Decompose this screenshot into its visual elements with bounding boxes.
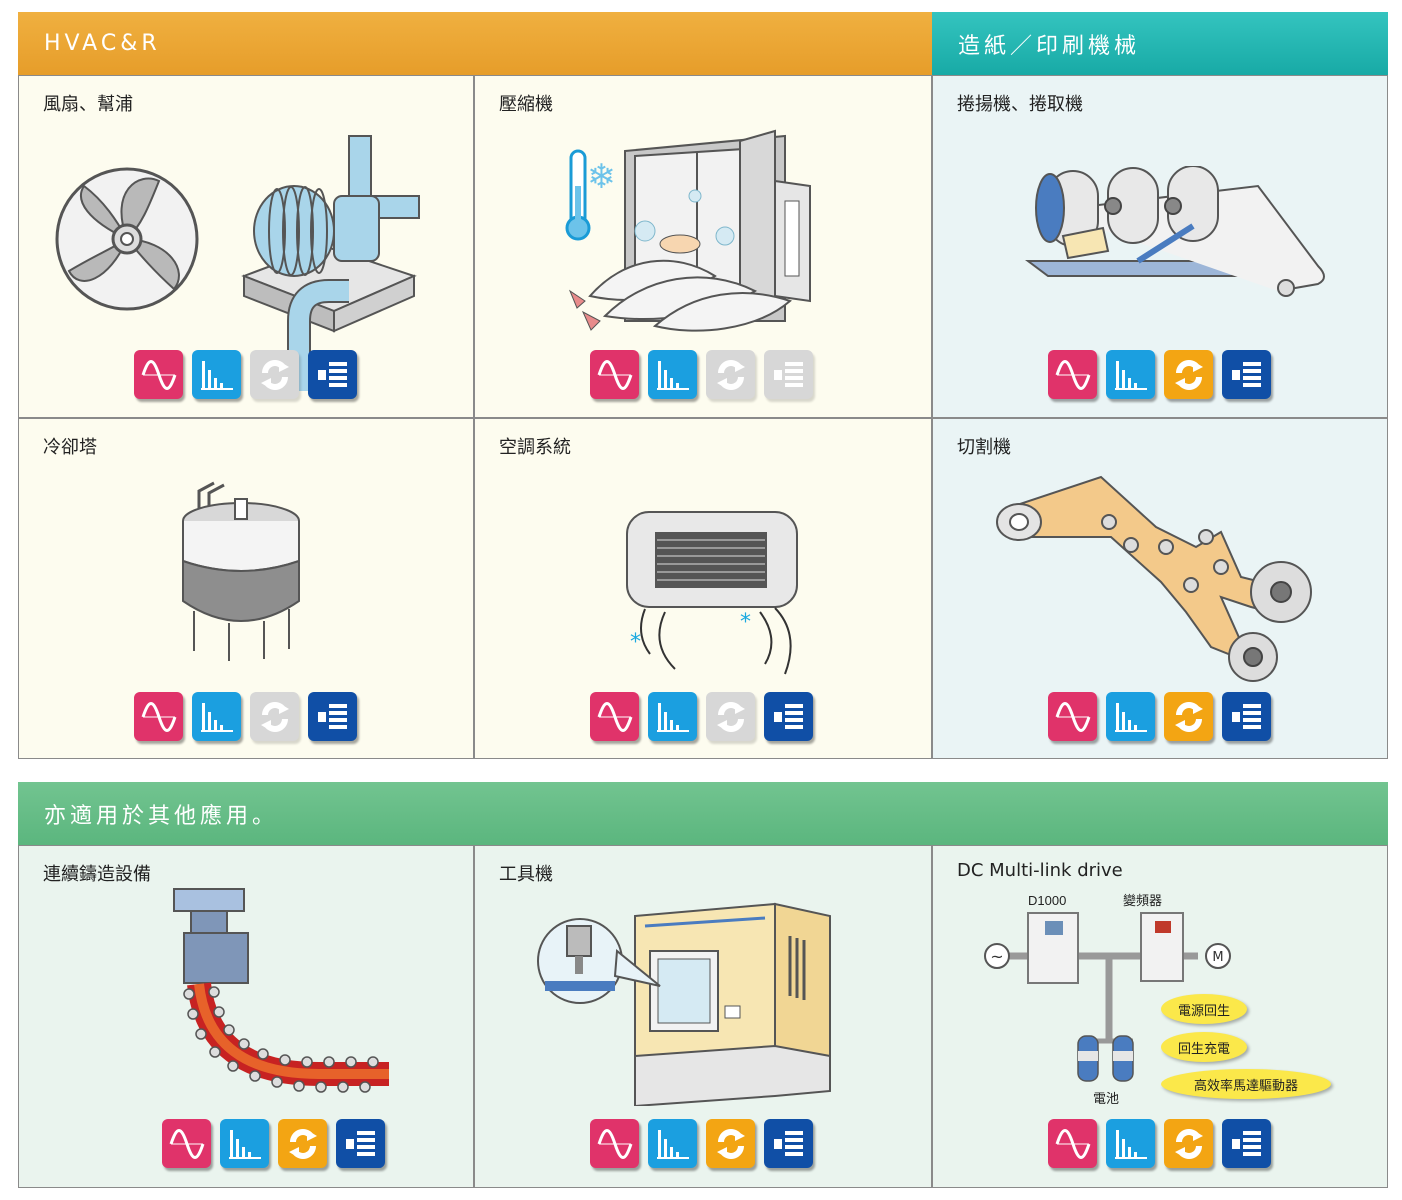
network-list-icon bbox=[1222, 692, 1271, 741]
air-conditioner-illustration: * * bbox=[626, 511, 798, 675]
power-regeneration-badge: 電源回生 bbox=[1161, 994, 1247, 1024]
sine-wave-icon bbox=[134, 350, 183, 399]
cell-title: 工具機 bbox=[499, 864, 553, 885]
application-cell-air-conditioning: 空調系統 * * bbox=[474, 418, 932, 759]
sine-wave-icon bbox=[162, 1119, 211, 1168]
section-header-paper-printing: 造紙／印刷機械 bbox=[932, 12, 1388, 75]
section-title: HVAC&R bbox=[44, 31, 161, 56]
harmonic-bar-icon bbox=[1106, 1119, 1155, 1168]
network-list-icon bbox=[336, 1119, 385, 1168]
section-title: 亦適用於其他應用。 bbox=[44, 803, 279, 829]
cell-title: 冷卻塔 bbox=[43, 437, 97, 458]
regeneration-cycle-icon bbox=[250, 350, 299, 399]
svg-text:*: * bbox=[630, 630, 641, 655]
svg-text:*: * bbox=[740, 610, 751, 635]
compressor-illustration: ❄ bbox=[565, 129, 811, 332]
application-cell-continuous-casting: 連續鑄造設備 bbox=[18, 845, 474, 1188]
cutter-illustration bbox=[996, 475, 1312, 682]
regenerative-charging-badge: 回生充電 bbox=[1161, 1032, 1247, 1062]
regeneration-cycle-icon bbox=[706, 1119, 755, 1168]
harmonic-bar-icon bbox=[192, 350, 241, 399]
harmonic-bar-icon bbox=[1106, 350, 1155, 399]
battery-label: 電池 bbox=[1093, 1091, 1119, 1106]
sine-wave-icon bbox=[590, 350, 639, 399]
sine-wave-icon bbox=[1048, 692, 1097, 741]
feature-icon-row bbox=[134, 350, 357, 399]
regeneration-cycle-icon bbox=[250, 692, 299, 741]
d1000-label: D1000 bbox=[1028, 893, 1066, 908]
feature-icon-row bbox=[162, 1119, 385, 1168]
winder-illustration bbox=[1025, 166, 1325, 297]
section-header-other-applications: 亦適用於其他應用。 bbox=[18, 782, 1388, 845]
high-efficiency-motor-drive-badge: 高效率馬達驅動器 bbox=[1161, 1069, 1331, 1099]
cell-title: 切割機 bbox=[957, 437, 1011, 458]
sine-wave-icon bbox=[1048, 1119, 1097, 1168]
application-cell-compressor: 壓縮機 ❄ bbox=[474, 75, 932, 418]
cell-title: 壓縮機 bbox=[499, 94, 553, 115]
section-header-hvac: HVAC&R bbox=[18, 12, 932, 75]
application-cell-winder: 捲揚機、捲取機 bbox=[932, 75, 1388, 418]
harmonic-bar-icon bbox=[648, 350, 697, 399]
cell-title: 連續鑄造設備 bbox=[43, 864, 151, 885]
network-list-icon bbox=[764, 350, 813, 399]
feature-icon-row bbox=[1048, 692, 1271, 741]
application-cell-dc-multilink: DC Multi-link drive D1000 變頻器 ~ M 電池 電源回… bbox=[932, 845, 1388, 1188]
regeneration-cycle-icon bbox=[1164, 692, 1213, 741]
application-cell-cutter: 切割機 bbox=[932, 418, 1388, 759]
application-cell-fan-pump: 風扇、幫浦 bbox=[18, 75, 474, 418]
network-list-icon bbox=[308, 692, 357, 741]
harmonic-bar-icon bbox=[192, 692, 241, 741]
regeneration-cycle-icon bbox=[706, 350, 755, 399]
network-list-icon bbox=[308, 350, 357, 399]
cell-title: DC Multi-link drive bbox=[957, 860, 1123, 881]
sine-wave-icon bbox=[134, 692, 183, 741]
harmonic-bar-icon bbox=[648, 1119, 697, 1168]
regeneration-cycle-icon bbox=[278, 1119, 327, 1168]
continuous-casting-illustration bbox=[173, 888, 389, 1093]
regeneration-cycle-icon bbox=[1164, 350, 1213, 399]
feature-icon-row bbox=[1048, 350, 1271, 399]
network-list-icon bbox=[1222, 1119, 1271, 1168]
regeneration-cycle-icon bbox=[1164, 1119, 1213, 1168]
sine-wave-icon bbox=[590, 1119, 639, 1168]
feature-icon-row bbox=[590, 692, 813, 741]
cell-title: 空調系統 bbox=[499, 437, 571, 458]
application-cell-cooling-tower: 冷卻塔 bbox=[18, 418, 474, 759]
network-list-icon bbox=[764, 1119, 813, 1168]
harmonic-bar-icon bbox=[220, 1119, 269, 1168]
fan-pump-illustration bbox=[55, 135, 420, 391]
feature-icon-row bbox=[1048, 1119, 1271, 1168]
sine-wave-icon bbox=[1048, 350, 1097, 399]
inverter-label: 變頻器 bbox=[1123, 893, 1162, 908]
harmonic-bar-icon bbox=[1106, 692, 1155, 741]
machine-tool-illustration bbox=[537, 902, 831, 1106]
cooling-tower-illustration bbox=[182, 481, 300, 661]
cell-title: 捲揚機、捲取機 bbox=[957, 94, 1083, 115]
sine-wave-icon bbox=[590, 692, 639, 741]
feature-icon-row bbox=[590, 350, 813, 399]
regeneration-cycle-icon bbox=[706, 692, 755, 741]
network-list-icon bbox=[1222, 350, 1271, 399]
cell-title: 風扇、幫浦 bbox=[43, 94, 133, 115]
application-cell-machine-tool: 工具機 bbox=[474, 845, 932, 1188]
feature-icon-row bbox=[134, 692, 357, 741]
section-title: 造紙／印刷機械 bbox=[958, 33, 1141, 59]
svg-text:❄: ❄ bbox=[587, 157, 616, 197]
network-list-icon bbox=[764, 692, 813, 741]
motor-icon: M bbox=[1212, 950, 1223, 965]
ac-source-icon: ~ bbox=[990, 947, 1003, 966]
harmonic-bar-icon bbox=[648, 692, 697, 741]
feature-icon-row bbox=[590, 1119, 813, 1168]
dc-multilink-illustration: D1000 變頻器 ~ M 電池 bbox=[984, 893, 1231, 1106]
